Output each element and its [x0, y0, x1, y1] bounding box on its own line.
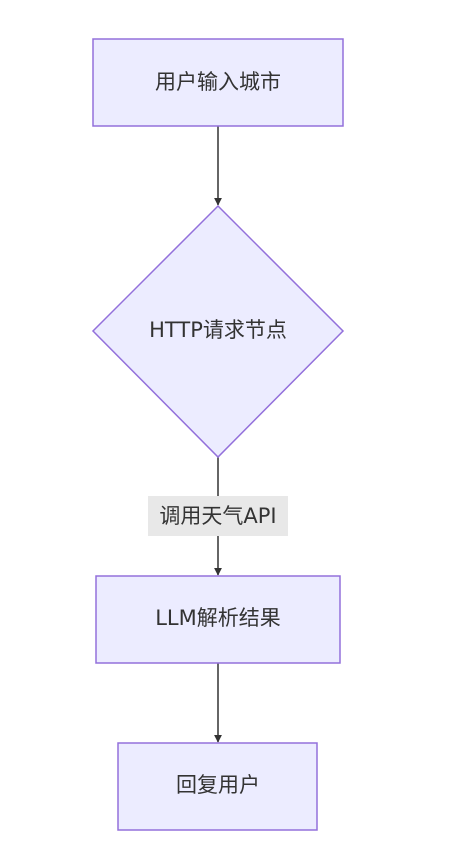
node-http-request-diamond — [91, 204, 345, 459]
node-reply-user-label: 回复用户 — [176, 773, 260, 797]
node-llm-parse-label: LLM解析结果 — [155, 606, 281, 630]
edge-label-call-weather-api: 调用天气API — [148, 496, 288, 536]
node-http-request: HTTP请求节点 — [91, 204, 345, 459]
edge-label-text: 调用天气API — [159, 504, 276, 528]
node-llm-parse: LLM解析结果 — [95, 575, 341, 664]
node-reply-user: 回复用户 — [117, 742, 318, 831]
node-llm-parse-box — [95, 575, 341, 664]
node-input-city: 用户输入城市 — [92, 38, 344, 127]
node-input-city-label: 用户输入城市 — [155, 70, 281, 94]
node-input-city-box — [92, 38, 344, 127]
node-http-request-label: HTTP请求节点 — [149, 318, 287, 342]
edge-label-background — [148, 496, 288, 536]
node-reply-user-box — [117, 742, 318, 831]
